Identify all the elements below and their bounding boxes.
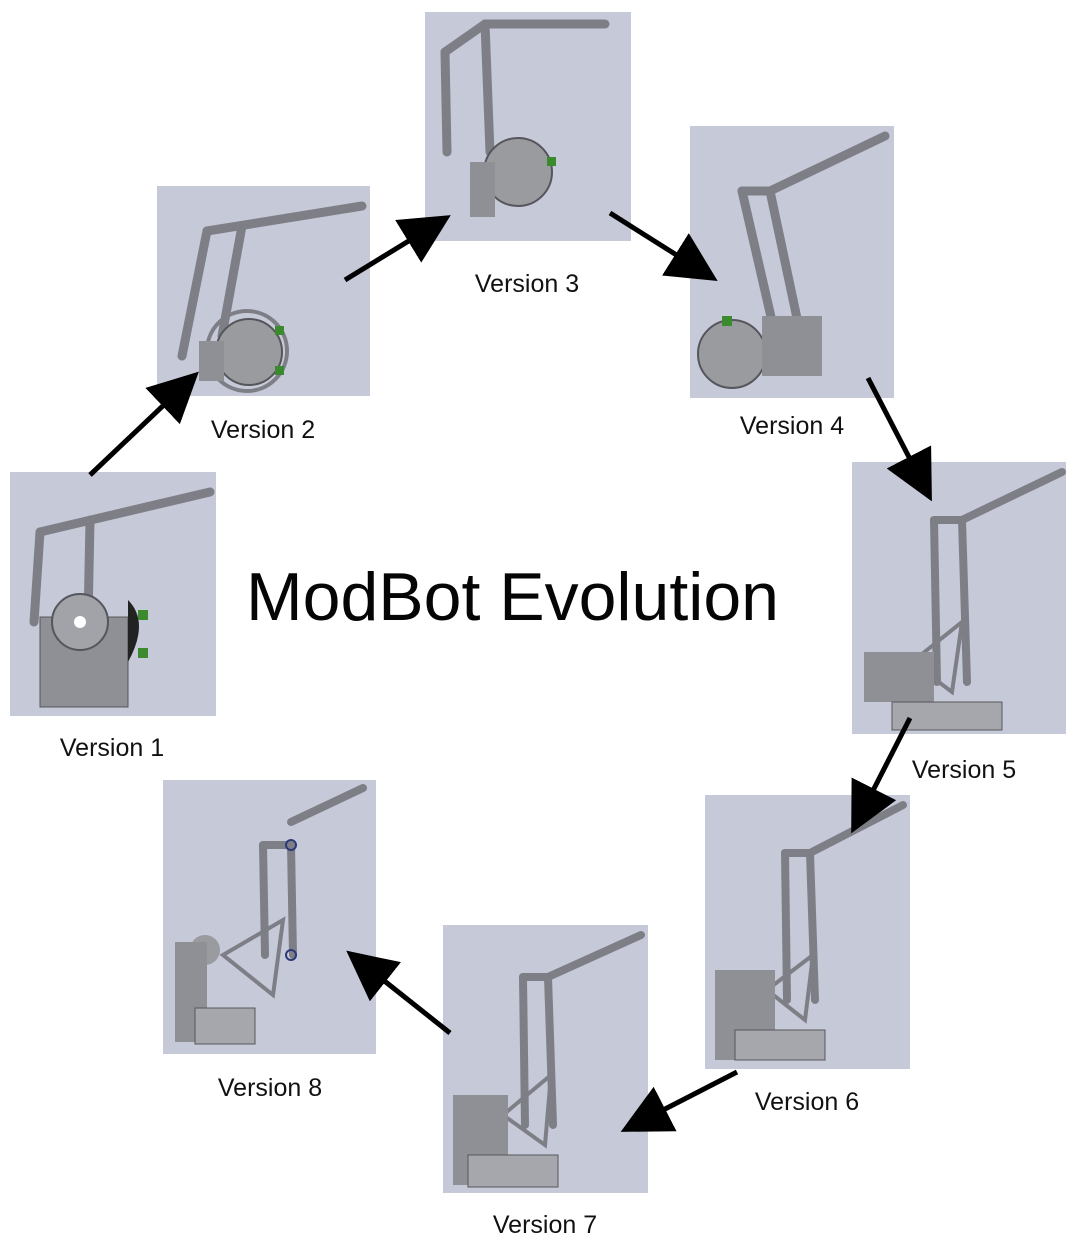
version-7-render (443, 925, 648, 1193)
version-7-label: Version 7 (492, 1211, 598, 1239)
version-1-label: Version 1 (59, 734, 165, 762)
version-4-label: Version 4 (739, 412, 845, 440)
arrow-v3-to-v4 (608, 210, 718, 282)
version-3-render (425, 12, 631, 241)
version-5-label: Version 5 (911, 756, 1017, 784)
arrow-v2-to-v3 (343, 215, 451, 283)
arrow-v7-to-v8 (346, 950, 452, 1035)
version-8-label: Version 8 (217, 1074, 323, 1102)
version-5-render (852, 462, 1066, 734)
arrow-v5-to-v6 (851, 716, 913, 834)
arrow-v1-to-v2 (88, 371, 199, 477)
arrow-v4-to-v5 (865, 376, 932, 502)
version-8-render (163, 780, 376, 1054)
version-2-render (157, 186, 370, 396)
arrow-v6-to-v7 (620, 1069, 739, 1132)
version-1-render (10, 472, 216, 716)
diagram-title: ModBot Evolution (246, 559, 779, 635)
version-4-render (690, 126, 894, 398)
version-6-label: Version 6 (754, 1088, 860, 1116)
version-3-label: Version 3 (474, 270, 580, 298)
version-2-label: Version 2 (210, 416, 316, 444)
